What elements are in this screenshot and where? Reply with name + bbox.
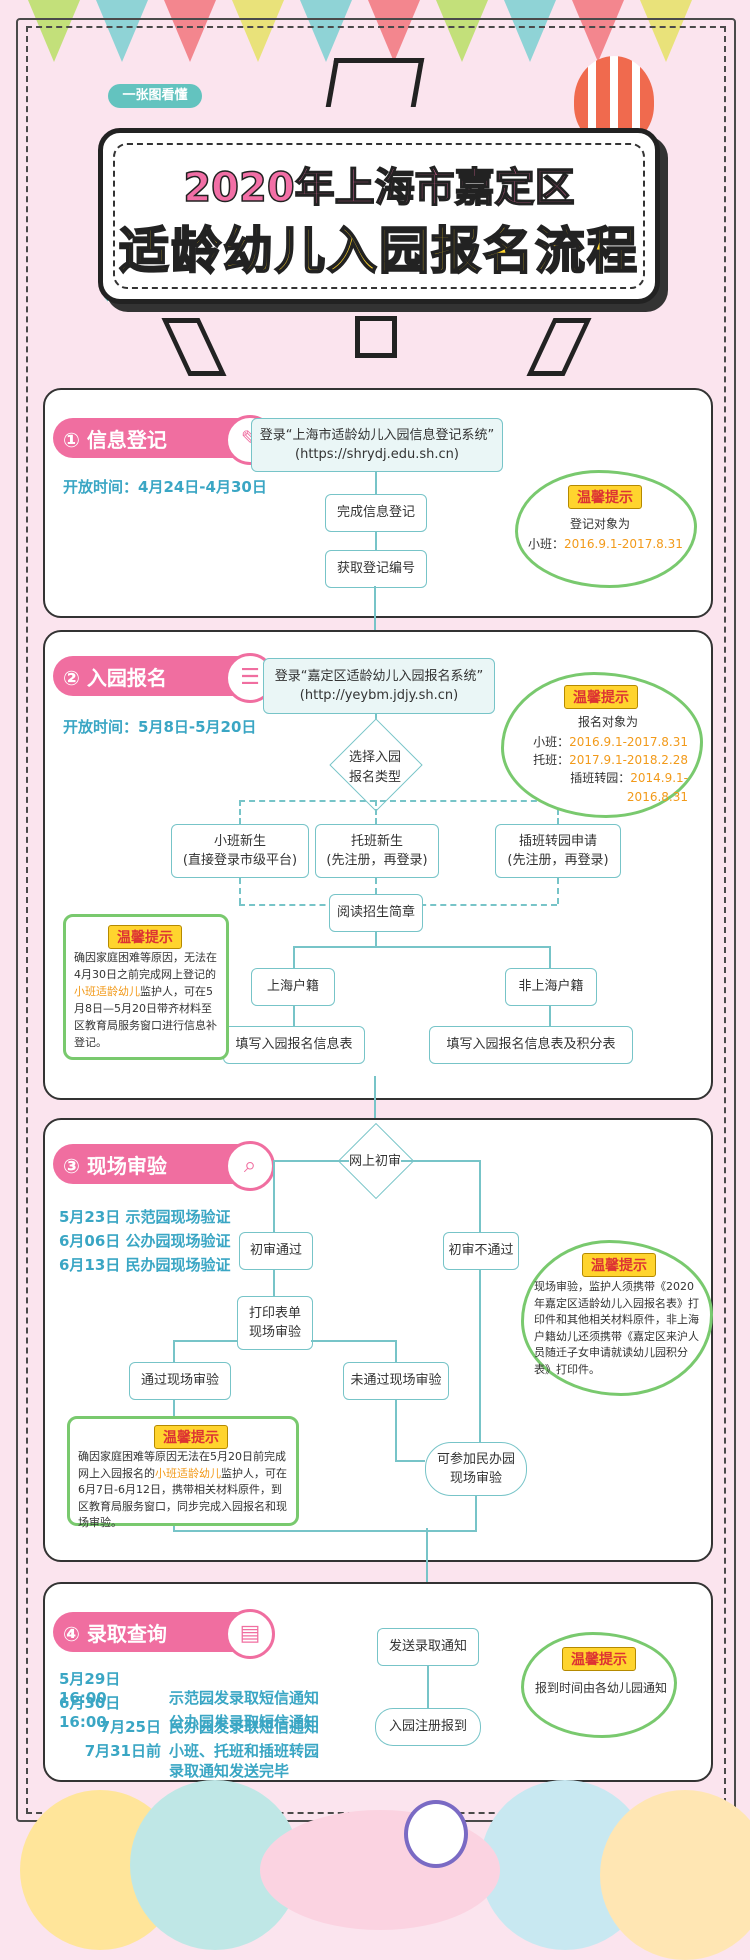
section-1-open-time: 开放时间：4月24日-4月30日 <box>63 478 267 496</box>
section-onsite-review: ③ 现场审验 ⌕ 5月23日 示范园现场验证 6月06日 公办园现场验证 6月1… <box>43 1118 713 1562</box>
review-date-row: 6月06日 公办园现场验证 <box>59 1232 231 1250</box>
bunting-flag <box>96 0 148 62</box>
connector <box>374 1076 376 1120</box>
admission-date-row: 7月31日前小班、托班和插班转园 <box>84 1742 320 1760</box>
board-leg-center <box>355 316 397 358</box>
bunting-flag <box>504 0 556 62</box>
shanghai-household: 上海户籍 <box>251 968 335 1006</box>
bunting-flag <box>28 0 80 62</box>
get-registration-number-step: 获取登记编号 <box>325 550 427 588</box>
bunting-flag <box>232 0 284 62</box>
read-admission-guide: 阅读招生简章 <box>329 894 423 932</box>
section-info-registration: ① 信息登记 ✎ 开放时间：4月24日-4月30日 登录“上海市适龄幼儿入园信息… <box>43 388 713 618</box>
passed-onsite-review: 通过现场审验 <box>129 1362 231 1400</box>
bunting-flag <box>164 0 216 62</box>
login-enrollment-system: 登录“嘉定区适龄幼儿入园报名系统”(http://yeybm.jdjy.sh.c… <box>263 658 495 714</box>
review-date-row: 6月13日 民办园现场验证 <box>59 1256 231 1274</box>
review-date-row: 5月23日 示范园现场验证 <box>59 1208 231 1226</box>
admission-date-row: 7月25日民办园发录取短信通知 <box>99 1718 320 1736</box>
section-4-title: ④ 录取查询 ▤ <box>53 1609 275 1659</box>
connector <box>426 1528 428 1584</box>
document-icon: ▤ <box>225 1609 275 1659</box>
option-new-nursery-class: 托班新生(先注册，再登录) <box>315 824 439 878</box>
review-failed: 初审不通过 <box>443 1232 519 1270</box>
bunting-flag <box>640 0 692 62</box>
connector <box>374 586 376 632</box>
bunting-flag <box>300 0 352 62</box>
section-2-tip-box: 温馨提示 确因家庭困难等原因，无法在4月30日之前完成网上登记的小班适龄幼儿监护… <box>63 914 229 1060</box>
section-3-tip-box: 温馨提示 确因家庭困难等原因无法在5月20日前完成网上入园报名的小班适龄幼儿监护… <box>67 1416 299 1529</box>
review-passed: 初审通过 <box>239 1232 313 1270</box>
tip-row: 托班：2017.9.1-2018.2.28 <box>533 753 688 767</box>
board-hanger <box>325 58 425 107</box>
section-enrollment: ② 入园报名 ☰ 开放时间：5月8日-5月20日 登录“嘉定区适龄幼儿入园报名系… <box>43 630 713 1100</box>
title-board: 2020年上海市嘉定区 适龄幼儿入园报名流程 <box>98 128 660 304</box>
section-2-title: ② 入园报名 ☰ <box>53 653 275 703</box>
bunting-flag <box>572 0 624 62</box>
enrollment-registration: 入园注册报到 <box>375 1708 481 1746</box>
failed-onsite-review: 未通过现场审验 <box>343 1362 449 1400</box>
print-and-onsite-review: 打印表单现场审验 <box>237 1296 313 1350</box>
bunting-flag <box>368 0 420 62</box>
tip-row: 小班：2016.9.1-2017.8.31 <box>533 735 688 749</box>
complete-registration-step: 完成信息登记 <box>325 494 427 532</box>
fill-enrollment-form: 填写入园报名信息表 <box>223 1026 365 1064</box>
fill-enrollment-and-points-form: 填写入园报名信息表及积分表 <box>429 1026 633 1064</box>
section-3-title: ③ 现场审验 ⌕ <box>53 1141 275 1191</box>
non-shanghai-household: 非上海户籍 <box>505 968 597 1006</box>
bunting-flag <box>436 0 488 62</box>
section-2-open-time: 开放时间：5月8日-5月20日 <box>63 718 257 736</box>
page-title-line1: 2020年上海市嘉定区 <box>183 164 576 212</box>
tip-row: 插班转园：2014.9.1-2016.8.31 <box>570 771 688 805</box>
section-4-tip-cloud: 温馨提示 报到时间由各幼儿园通知 <box>521 1632 677 1738</box>
send-admission-notice: 发送录取通知 <box>377 1628 479 1666</box>
alarm-clock-icon <box>404 1800 468 1868</box>
admission-date-row: 录取通知发送完毕 <box>169 1762 290 1780</box>
section-3-tip-cloud: 温馨提示 现场审验，监护人须携带《2020年嘉定区适龄幼儿入园报名表》打印件和其… <box>521 1240 713 1396</box>
decor-cloud <box>600 1790 750 1960</box>
option-new-small-class: 小班新生(直接登录市级平台) <box>171 824 309 878</box>
private-kindergarten-review: 可参加民办园现场审验 <box>425 1442 527 1496</box>
section-2-tip-cloud: 温馨提示 报名对象为 小班：2016.9.1-2017.8.31 托班：2017… <box>501 672 703 818</box>
section-1-tip-cloud: 温馨提示 登记对象为 小班：2016.9.1-2017.8.31 <box>515 470 697 588</box>
header-tag: 一张图看懂 <box>108 84 202 108</box>
login-registration-system: 登录“上海市适龄幼儿入园信息登记系统”(https://shrydj.edu.s… <box>251 418 503 472</box>
page-title-line2: 适龄幼儿入园报名流程 <box>118 221 639 281</box>
online-review-label: 网上初审 <box>348 1154 401 1169</box>
option-transfer-application: 插班转园申请(先注册，再登录) <box>495 824 621 878</box>
section-1-title: ① 信息登记 ✎ <box>53 415 275 465</box>
magnifier-icon: ⌕ <box>225 1141 275 1191</box>
choose-type-label: 选择入园报名类型 <box>348 750 401 785</box>
